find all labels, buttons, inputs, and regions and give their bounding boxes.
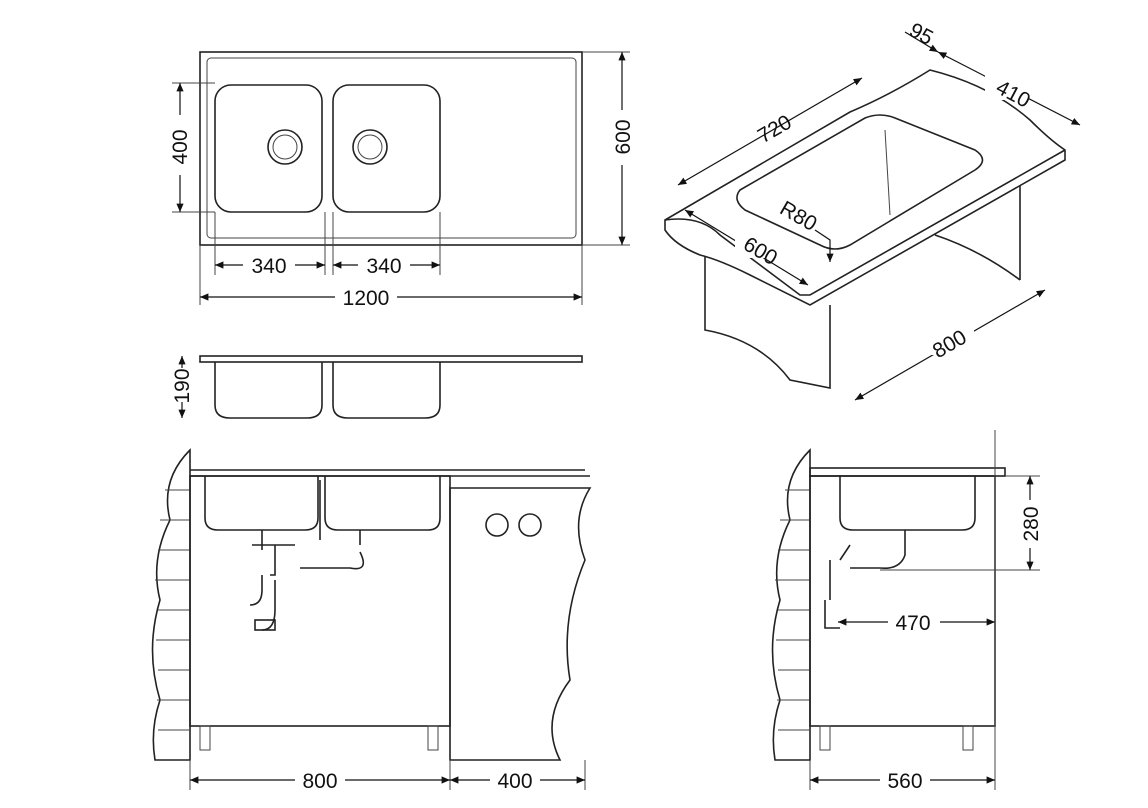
dimension-line <box>904 31 939 53</box>
right-bowl-profile <box>332 362 441 419</box>
trap-fitting <box>254 619 276 631</box>
dim-340-right: 340 <box>366 255 401 278</box>
drain-icon <box>352 129 388 165</box>
top-view: 400 600 340 340 1200 <box>169 51 635 310</box>
bowl-corner-line <box>884 129 891 216</box>
dim-190: 190 <box>171 368 194 403</box>
side-cabinet <box>449 487 592 761</box>
drain-pipework <box>249 480 365 631</box>
wall <box>151 448 191 761</box>
dim-600: 600 <box>612 119 635 154</box>
sink-rim <box>206 57 577 239</box>
dim-800-front: 800 <box>302 770 337 793</box>
knob-icon <box>485 513 509 537</box>
left-bowl <box>214 84 323 213</box>
label-backing <box>928 325 974 355</box>
drain-icon <box>267 129 303 165</box>
left-bowl-profile <box>214 362 323 419</box>
side-view: 190 <box>171 355 583 419</box>
drain-pipework <box>824 530 906 629</box>
dimension-line <box>677 77 863 186</box>
cabinet-leg <box>819 725 831 751</box>
cabinet-leg <box>427 725 439 751</box>
wall <box>771 448 811 761</box>
right-bowl-front <box>324 476 441 531</box>
knob-icon <box>518 513 542 537</box>
dim-280: 280 <box>1020 506 1043 541</box>
right-bowl <box>332 84 441 213</box>
isometric-view: 720 410 95 600 R80 800 <box>664 19 1081 401</box>
countertop <box>809 467 1006 477</box>
front-view: 800 400 <box>151 448 592 793</box>
left-bowl-front <box>204 476 319 531</box>
dim-470: 470 <box>895 612 930 635</box>
label-backing <box>985 72 1029 100</box>
sink-deck <box>199 355 583 363</box>
sink-outline <box>199 51 583 246</box>
dim-400-front: 400 <box>497 770 532 793</box>
cabinet-side <box>704 255 831 389</box>
bowl-end <box>839 476 976 531</box>
wall-bricks <box>155 489 190 731</box>
dim-560: 560 <box>887 770 922 793</box>
end-view: 280 470 560 <box>771 430 1043 793</box>
dim-720: 720 <box>754 111 796 148</box>
drain-inner <box>272 134 298 160</box>
sink-cabinet <box>809 475 996 727</box>
dim-1200: 1200 <box>343 287 390 310</box>
radius-leader <box>814 229 834 262</box>
wall-bricks <box>775 489 810 731</box>
label-backing <box>735 232 781 258</box>
cabinet-leg <box>962 725 974 751</box>
dim-95: 95 <box>905 19 936 50</box>
cabinet-back <box>934 234 1021 281</box>
cabinet-leg <box>199 725 211 751</box>
dim-400: 400 <box>169 129 192 164</box>
dim-340-left: 340 <box>251 255 286 278</box>
sink-bowl <box>736 114 984 250</box>
drain-inner <box>357 134 383 160</box>
